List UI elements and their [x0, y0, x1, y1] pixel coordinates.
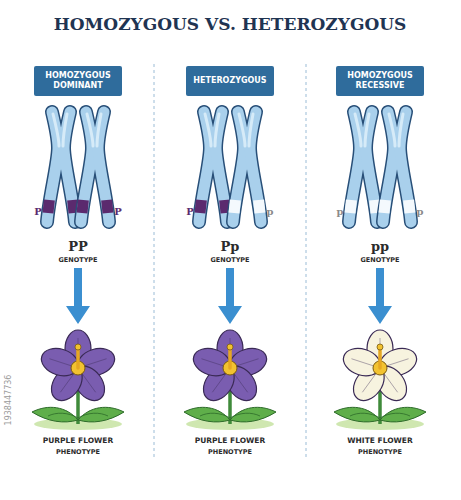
- header-box: HETEROZYGOUS: [186, 66, 274, 96]
- genotype-symbol: pp: [371, 240, 389, 253]
- header-text: HOMOZYGOUS DOMINANT: [39, 71, 117, 91]
- allele-letter: P: [186, 207, 194, 217]
- genotype-caption: GENOTYPE: [210, 257, 249, 264]
- phenotype-name: PURPLE FLOWER: [43, 437, 114, 445]
- allele-letter: p: [417, 207, 424, 217]
- genotype-symbol: PP: [68, 240, 88, 253]
- phenotype-name: WHITE FLOWER: [347, 437, 412, 445]
- genotype-caption: GENOTYPE: [58, 257, 97, 264]
- allele-letter: P: [114, 207, 122, 217]
- phenotype-caption: PHENOTYPE: [56, 449, 100, 456]
- header-box: HOMOZYGOUS DOMINANT: [34, 66, 122, 96]
- allele-letter: p: [337, 207, 344, 217]
- phenotype-caption: PHENOTYPE: [208, 449, 252, 456]
- header-text: HOMOZYGOUS RECESSIVE: [341, 71, 419, 91]
- header-text: HETEROZYGOUS: [193, 76, 266, 86]
- header-box: HOMOZYGOUS RECESSIVE: [336, 66, 424, 96]
- genotype-caption: GENOTYPE: [360, 257, 399, 264]
- phenotype-caption: PHENOTYPE: [358, 449, 402, 456]
- watermark: 1938447736: [5, 375, 13, 426]
- diagram-title: HOMOZYGOUS VS. HETEROZYGOUS: [54, 16, 407, 33]
- phenotype-name: PURPLE FLOWER: [195, 437, 266, 445]
- allele-letter: P: [34, 207, 42, 217]
- allele-letter: p: [267, 207, 274, 217]
- genotype-symbol: Pp: [221, 240, 240, 253]
